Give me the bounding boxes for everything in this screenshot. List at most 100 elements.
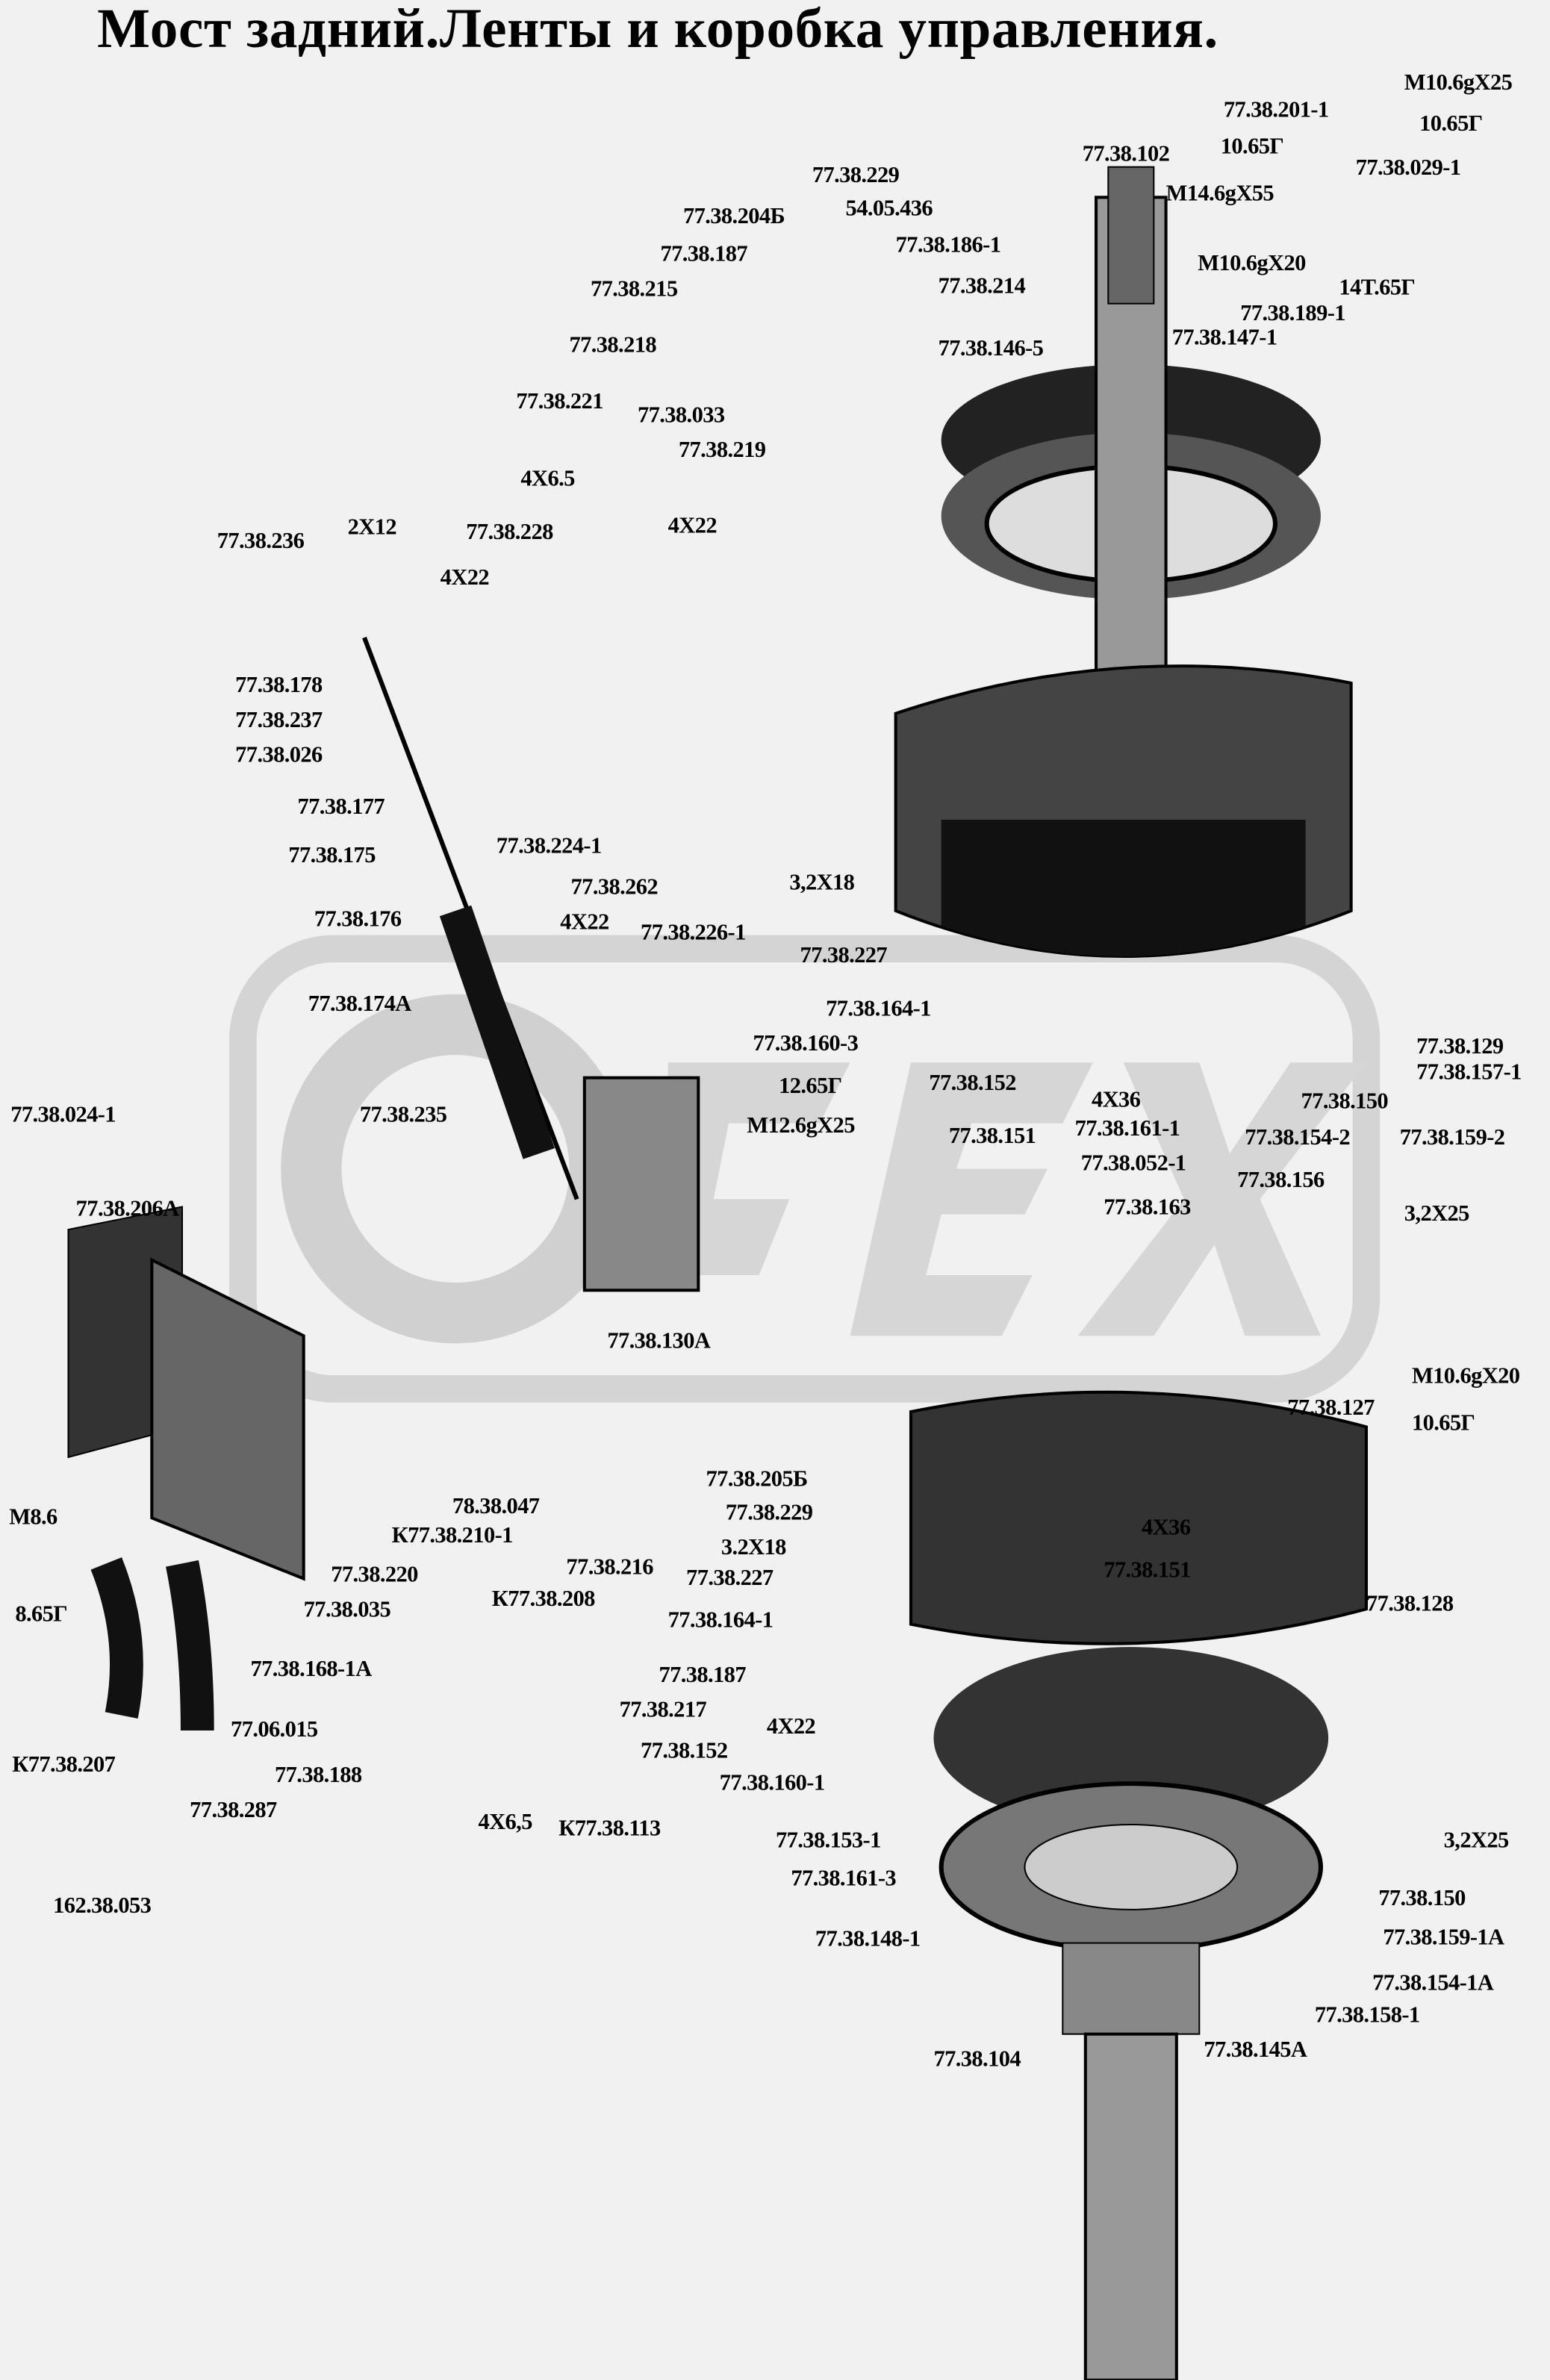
part-number-label: 77.38.130А — [607, 1330, 711, 1354]
part-number-label: 77.38.188 — [275, 1763, 362, 1789]
lower-brake-drum — [933, 1647, 1329, 2380]
part-number-label: 4X22 — [440, 566, 490, 591]
part-number-label: 77.38.029-1 — [1355, 156, 1461, 181]
part-number-label: 77.38.033 — [637, 403, 725, 429]
part-number-label: 77.38.219 — [678, 438, 766, 464]
part-number-label: 77.38.148-1 — [815, 1928, 921, 1952]
part-number-label: К77.38.210-1 — [391, 1524, 514, 1548]
part-number-label: 3,2X25 — [1404, 1202, 1470, 1227]
part-number-label: 77.38.164-1 — [667, 1609, 774, 1633]
part-number-label: M10.6gX25 — [1404, 71, 1513, 96]
part-number-label: M14.6gX55 — [1165, 181, 1274, 207]
part-number-label: 77.38.235 — [359, 1103, 447, 1128]
part-number-label: 10.65Г — [1419, 112, 1483, 137]
control-cable-spring — [362, 636, 700, 1292]
part-number-label: M10.6gX20 — [1198, 252, 1306, 277]
control-box — [67, 1206, 305, 1731]
part-number-label: 77.38.218 — [569, 334, 657, 358]
part-number-label: К77.38.207 — [12, 1753, 116, 1778]
part-number-label: 77.38.229 — [812, 163, 900, 189]
part-number-label: 77.38.226-1 — [641, 921, 746, 946]
part-number-label: 77.38.174А — [308, 992, 412, 1018]
page-title: Мост задний.Ленты и коробка управления. — [97, 0, 1218, 61]
part-number-label: 77.38.161-3 — [791, 1866, 897, 1892]
part-number-label: 77.38.160-3 — [753, 1032, 859, 1057]
part-number-label: 77.38.262 — [570, 876, 659, 900]
part-number-label: 77.38.150 — [1301, 1089, 1389, 1115]
part-number-label: 4X36 — [1142, 1516, 1191, 1541]
part-number-label: 77.38.221 — [516, 390, 603, 415]
part-number-label: 77.38.176 — [314, 907, 402, 932]
part-number-label: К77.38.208 — [491, 1587, 596, 1613]
part-number-label: 77.38.154-1А — [1372, 1972, 1494, 1996]
part-number-label: 77.38.164-1 — [826, 997, 931, 1022]
part-number-label: 3.2X18 — [720, 1536, 787, 1561]
upper-brake-drum — [941, 166, 1321, 700]
part-number-label: 77.38.104 — [933, 2047, 1021, 2072]
part-number-label: 162.38.053 — [53, 1894, 152, 1919]
part-number-label: 77.38.206А — [75, 1197, 180, 1222]
part-number-label: 77.38.217 — [619, 1698, 707, 1723]
part-number-label: 77.38.168-1А — [250, 1657, 372, 1682]
part-number-label: 4X36 — [1091, 1088, 1141, 1113]
part-number-label: 77.38.129 — [1416, 1035, 1504, 1060]
part-number-label: 77.38.035 — [303, 1598, 391, 1623]
part-number-label: 77.38.159-1А — [1383, 1926, 1504, 1951]
part-number-label: 77.38.215 — [590, 278, 678, 302]
upper-brake-band — [894, 664, 1353, 959]
part-number-label: 77.38.127 — [1287, 1396, 1375, 1421]
part-number-label: 77.38.159-2 — [1399, 1126, 1505, 1151]
part-number-label: 77.38.024-1 — [10, 1103, 116, 1128]
part-number-label: M12.6gX25 — [747, 1114, 855, 1138]
part-number-label: 77.38.102 — [1082, 143, 1170, 167]
part-number-label: 77.38.026 — [235, 744, 323, 768]
part-number-label: 77.38.128 — [1366, 1592, 1454, 1617]
part-number-label: 77.38.287 — [190, 1798, 277, 1823]
part-number-label: 4X22 — [560, 910, 609, 935]
part-number-label: 10.65Г — [1220, 134, 1284, 160]
part-number-label: 77.38.156 — [1237, 1168, 1325, 1194]
part-number-label: 77.38.224-1 — [496, 835, 602, 859]
part-number-label: 77.38.236 — [217, 529, 305, 555]
part-number-label: 77.38.175 — [288, 844, 376, 869]
part-number-label: 78.38.047 — [452, 1495, 540, 1520]
part-number-label: 77.38.229 — [725, 1501, 813, 1526]
part-number-label: 10.65Г — [1411, 1411, 1475, 1436]
part-number-label: 77.38.153-1 — [776, 1829, 881, 1854]
part-number-label: 77.38.227 — [800, 944, 888, 969]
part-number-label: 77.38.214 — [938, 275, 1026, 299]
part-number-label: 77.38.220 — [331, 1563, 418, 1588]
part-number-label: 77.38.152 — [929, 1071, 1016, 1097]
part-number-label: 12.65Г — [779, 1074, 842, 1100]
lower-brake-band — [909, 1390, 1369, 1645]
part-number-label: 77.38.228 — [466, 520, 553, 545]
part-number-label: 77.38.204Б — [682, 205, 785, 230]
part-number-label: 77.38.189-1 — [1240, 302, 1345, 327]
part-number-label: 77.38.201-1 — [1223, 99, 1329, 123]
part-number-label: 77.38.145А — [1204, 2038, 1307, 2063]
part-number-label: 77.38.157-1 — [1416, 1061, 1522, 1085]
part-number-label: 2X12 — [347, 516, 397, 541]
part-number-label: 4X6,5 — [478, 1810, 532, 1836]
part-number-label: 4X22 — [766, 1715, 816, 1740]
part-number-label: 77.38.237 — [235, 708, 323, 734]
part-number-label: M10.6gX20 — [1411, 1364, 1520, 1389]
part-number-label: 77.38.052-1 — [1080, 1152, 1186, 1177]
part-number-label: 14T.65Г — [1339, 276, 1416, 301]
part-number-label: 77.38.151 — [948, 1124, 1036, 1150]
part-number-label: 77.38.154-2 — [1245, 1126, 1351, 1151]
part-number-label: 77.38.163 — [1104, 1196, 1191, 1221]
part-number-label: 4X22 — [667, 514, 718, 539]
part-number-label: 54.05.436 — [845, 197, 933, 222]
part-number-label: 77.38.227 — [686, 1566, 774, 1591]
part-number-label: M8.6 — [9, 1506, 57, 1530]
part-number-label: 77.38.178 — [235, 673, 323, 699]
part-number-label: 77.38.161-1 — [1074, 1117, 1180, 1142]
part-number-label: 77.38.187 — [659, 1663, 746, 1689]
part-number-label: 4X6.5 — [520, 467, 575, 492]
part-number-label: 77.38.160-1 — [719, 1771, 825, 1796]
part-number-label: 77.06.015 — [231, 1718, 318, 1743]
part-number-label: 3,2X25 — [1443, 1829, 1510, 1854]
